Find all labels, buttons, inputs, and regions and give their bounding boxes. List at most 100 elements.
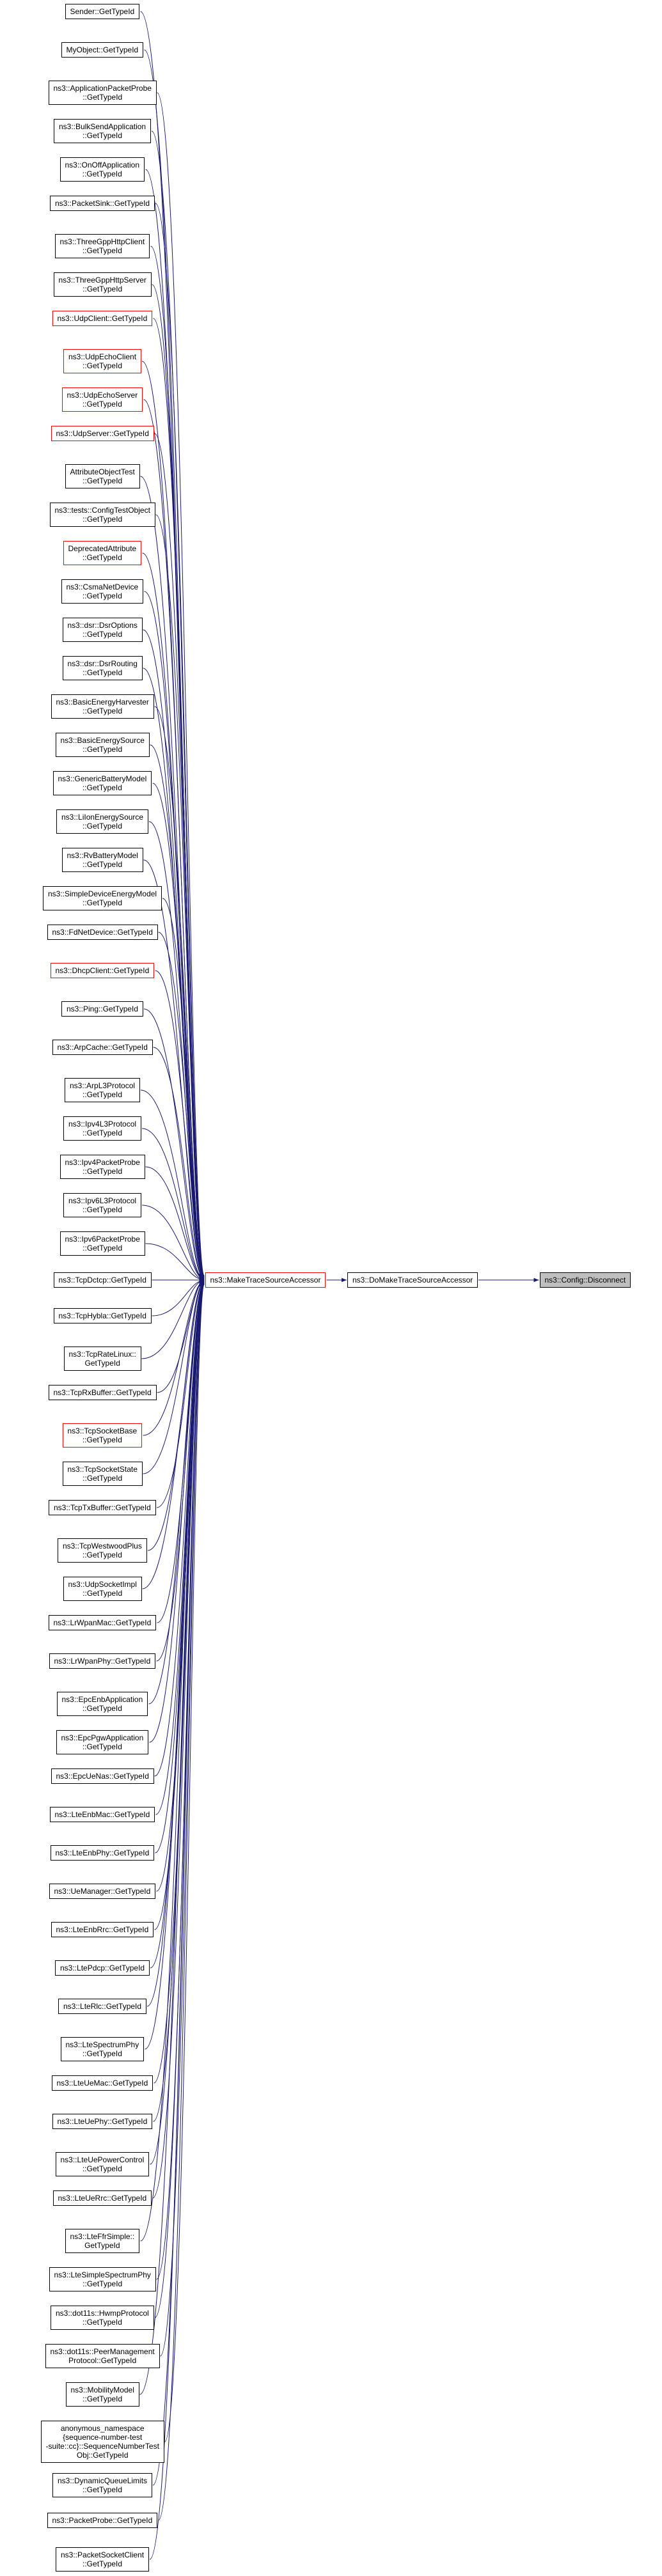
graph-node-basic-energy-harvester[interactable]: ns3::BasicEnergyHarvester ::GetTypeId (51, 694, 154, 719)
graph-node-lte-enb-phy[interactable]: ns3::LteEnbPhy::GetTypeId (50, 1845, 155, 1861)
graph-node-packet-probe[interactable]: ns3::PacketProbe::GetTypeId (47, 2513, 158, 2528)
graph-node-csma-net-device[interactable]: ns3::CsmaNetDevice ::GetTypeId (61, 579, 144, 604)
call-edge (153, 318, 205, 1279)
graph-node-liion-energy-source[interactable]: ns3::LiIonEnergySource ::GetTypeId (56, 809, 149, 834)
graph-node-arp-cache[interactable]: ns3::ArpCache::GetTypeId (52, 1040, 153, 1055)
graph-node-udp-server[interactable]: ns3::UdpServer::GetTypeId (51, 426, 154, 441)
call-edge (155, 514, 205, 1279)
graph-node-ue-manager[interactable]: ns3::UeManager::GetTypeId (49, 1884, 156, 1899)
graph-node-threegpp-http-client[interactable]: ns3::ThreeGppHttpClient ::GetTypeId (54, 234, 150, 258)
call-edge (154, 1280, 205, 1930)
call-edge (143, 1278, 205, 1474)
graph-node-generic-battery-model[interactable]: ns3::GenericBatteryModel ::GetTypeId (52, 771, 152, 795)
call-edge (140, 476, 205, 1279)
graph-node-lte-ue-rrc[interactable]: ns3::LteUeRrc::GetTypeId (52, 2190, 152, 2206)
graph-node-sender[interactable]: Sender::GetTypeId (65, 4, 140, 19)
call-edge (149, 1279, 205, 1743)
graph-node-lte-enb-rrc[interactable]: ns3::LteEnbRrc::GetTypeId (51, 1922, 154, 1937)
call-edge (156, 1280, 205, 1892)
graph-node-lte-ue-mac[interactable]: ns3::LteUeMac::GetTypeId (51, 2075, 154, 2091)
call-edge (154, 1281, 205, 2084)
graph-node-dsr-options[interactable]: ns3::dsr::DsrOptions ::GetTypeId (62, 618, 143, 642)
graph-node-udp-echo-server[interactable]: ns3::UdpEchoServer ::GetTypeId (61, 387, 143, 412)
call-edge (151, 130, 205, 1278)
graph-node-basic-energy-source[interactable]: ns3::BasicEnergySource ::GetTypeId (55, 733, 150, 757)
graph-node-tcp-dctcp[interactable]: ns3::TcpDctcp::GetTypeId (53, 1272, 152, 1288)
graph-node-lte-ue-power-control[interactable]: ns3::LteUePowerControl ::GetTypeId (55, 2152, 150, 2176)
call-edge (156, 1279, 205, 1662)
graph-node-mobility-model[interactable]: ns3::MobilityModel ::GetTypeId (65, 2382, 139, 2407)
graph-node-tcp-westwood-plus[interactable]: ns3::TcpWestwoodPlus ::GetTypeId (58, 1538, 147, 1563)
call-edge (147, 1279, 205, 1551)
graph-node-ipv6-l3-protocol[interactable]: ns3::Ipv6L3Protocol ::GetTypeId (63, 1193, 142, 1217)
call-edge (143, 629, 205, 1280)
graph-node-lrwpan-mac[interactable]: ns3::LrWpanMac::GetTypeId (48, 1615, 157, 1630)
call-edge (155, 203, 205, 1278)
call-edge (142, 552, 205, 1280)
graph-node-ipv6-packet-probe[interactable]: ns3::Ipv6PacketProbe ::GetTypeId (59, 1231, 145, 1256)
graph-node-lte-enb-mac[interactable]: ns3::LteEnbMac::GetTypeId (49, 1807, 155, 1822)
graph-node-ipv4-l3-protocol[interactable]: ns3::Ipv4L3Protocol ::GetTypeId (63, 1116, 142, 1141)
graph-node-lte-simple-spectrum-phy[interactable]: ns3::LteSimpleSpectrumPhy ::GetTypeId (49, 2267, 156, 2291)
graph-node-deprecated-attribute[interactable]: DeprecatedAttribute ::GetTypeId (63, 541, 142, 565)
graph-node-hwmp-protocol[interactable]: ns3::dot11s::HwmpProtocol ::GetTypeId (51, 2306, 154, 2330)
graph-node-epc-pgw-application[interactable]: ns3::EpcPgwApplication ::GetTypeId (56, 1730, 149, 1754)
call-edge (160, 1282, 205, 2357)
graph-node-tcp-rx-buffer[interactable]: ns3::TcpRxBuffer::GetTypeId (48, 1385, 157, 1400)
graph-node-peer-management-protocol[interactable]: ns3::dot11s::PeerManagement Protocol::Ge… (45, 2344, 160, 2368)
graph-node-application-packet-probe[interactable]: ns3::ApplicationPacketProbe ::GetTypeId (48, 81, 157, 105)
graph-node-packet-sink[interactable]: ns3::PacketSink::GetTypeId (50, 196, 155, 211)
graph-node-lte-pdcp[interactable]: ns3::LtePdcp::GetTypeId (55, 1960, 150, 1976)
graph-node-lte-rlc[interactable]: ns3::LteRlc::GetTypeId (58, 1999, 147, 2014)
call-edge (145, 169, 205, 1278)
graph-node-threegpp-http-server[interactable]: ns3::ThreeGppHttpServer ::GetTypeId (53, 272, 152, 297)
graph-node-ping[interactable]: ns3::Ping::GetTypeId (61, 1001, 144, 1017)
graph-node-epc-enb-application[interactable]: ns3::EpcEnbApplication ::GetTypeId (56, 1692, 148, 1716)
call-edge (157, 1278, 205, 1393)
call-edge (156, 1279, 205, 1508)
call-edge (145, 1166, 205, 1282)
call-edge (148, 1279, 205, 1705)
call-edge (140, 1281, 205, 2242)
graph-node-attribute-object-test[interactable]: AttributeObjectTest ::GetTypeId (65, 464, 140, 488)
graph-node-dhcp-client[interactable]: ns3::DhcpClient::GetTypeId (50, 963, 155, 978)
call-edge (154, 706, 205, 1280)
graph-node-config-test-object[interactable]: ns3::tests::ConfigTestObject ::GetTypeId (49, 503, 155, 527)
graph-node-udp-echo-client[interactable]: ns3::UdpEchoClient ::GetTypeId (63, 349, 142, 373)
graph-node-lrwpan-phy[interactable]: ns3::LrWpanPhy::GetTypeId (49, 1653, 156, 1669)
call-edge (155, 1280, 205, 1854)
graph-node-dynamic-queue-limits[interactable]: ns3::DynamicQueueLimits ::GetTypeId (52, 2473, 153, 2497)
graph-node-tcp-socket-state[interactable]: ns3::TcpSocketState ::GetTypeId (62, 1462, 143, 1486)
graph-node-lte-ffr-simple[interactable]: ns3::LteFfrSimple:: GetTypeId (65, 2229, 140, 2253)
graph-node-tcp-rate-linux[interactable]: ns3::TcpRateLinux:: GetTypeId (63, 1347, 141, 1371)
call-edge (153, 1047, 205, 1281)
graph-node-myobject[interactable]: MyObject::GetTypeId (61, 42, 144, 58)
call-edge (152, 1281, 205, 2199)
graph-node-lte-ue-phy[interactable]: ns3::LteUePhy::GetTypeId (52, 2114, 153, 2129)
graph-node-onoff-application[interactable]: ns3::OnOffApplication ::GetTypeId (59, 157, 145, 182)
graph-node-make[interactable]: ns3::MakeTraceSourceAccessor (205, 1272, 326, 1288)
graph-node-epc-ue-nas[interactable]: ns3::EpcUeNas::GetTypeId (51, 1768, 154, 1784)
graph-node-lte-spectrum-phy[interactable]: ns3::LteSpectrumPhy ::GetTypeId (60, 2037, 145, 2061)
graph-node-tcp-tx-buffer[interactable]: ns3::TcpTxBuffer::GetTypeId (49, 1500, 156, 1515)
call-edge (143, 1278, 205, 1436)
graph-node-bulk-send-application[interactable]: ns3::BulkSendApplication ::GetTypeId (54, 119, 152, 143)
graph-node-ipv4-packet-probe[interactable]: ns3::Ipv4PacketProbe ::GetTypeId (59, 1155, 145, 1179)
graph-node-packet-socket-client[interactable]: ns3::PacketSocketClient ::GetTypeId (56, 2547, 150, 2572)
graph-node-udp-client[interactable]: ns3::UdpClient::GetTypeId (52, 311, 153, 326)
graph-node-udp-socket-impl[interactable]: ns3::UdpSocketImpl ::GetTypeId (63, 1577, 142, 1601)
graph-node-do[interactable]: ns3::DoMakeTraceSourceAccessor (347, 1272, 478, 1288)
graph-node-arp-l3-protocol[interactable]: ns3::ArpL3Protocol ::GetTypeId (65, 1078, 141, 1102)
call-edge (154, 433, 205, 1279)
graph-node-dsr-routing[interactable]: ns3::dsr::DsrRouting ::GetTypeId (62, 656, 143, 680)
graph-node-simple-device-energy-model[interactable]: ns3::SimpleDeviceEnergyModel ::GetTypeId (43, 886, 162, 910)
graph-node-fd-net-device[interactable]: ns3::FdNetDevice::GetTypeId (47, 925, 158, 940)
graph-node-rv-battery-model[interactable]: ns3::RvBatteryModel ::GetTypeId (61, 848, 143, 872)
call-edge (145, 1243, 205, 1283)
graph-node-tcp-hybla[interactable]: ns3::TcpHybla::GetTypeId (53, 1308, 152, 1323)
graph-node-sequence-number-test-obj[interactable]: anonymous_namespace {sequence-number-tes… (40, 2421, 164, 2463)
call-edge (141, 1128, 205, 1282)
graph-node-tcp-socket-base[interactable]: ns3::TcpSocketBase ::GetTypeId (62, 1423, 143, 1448)
